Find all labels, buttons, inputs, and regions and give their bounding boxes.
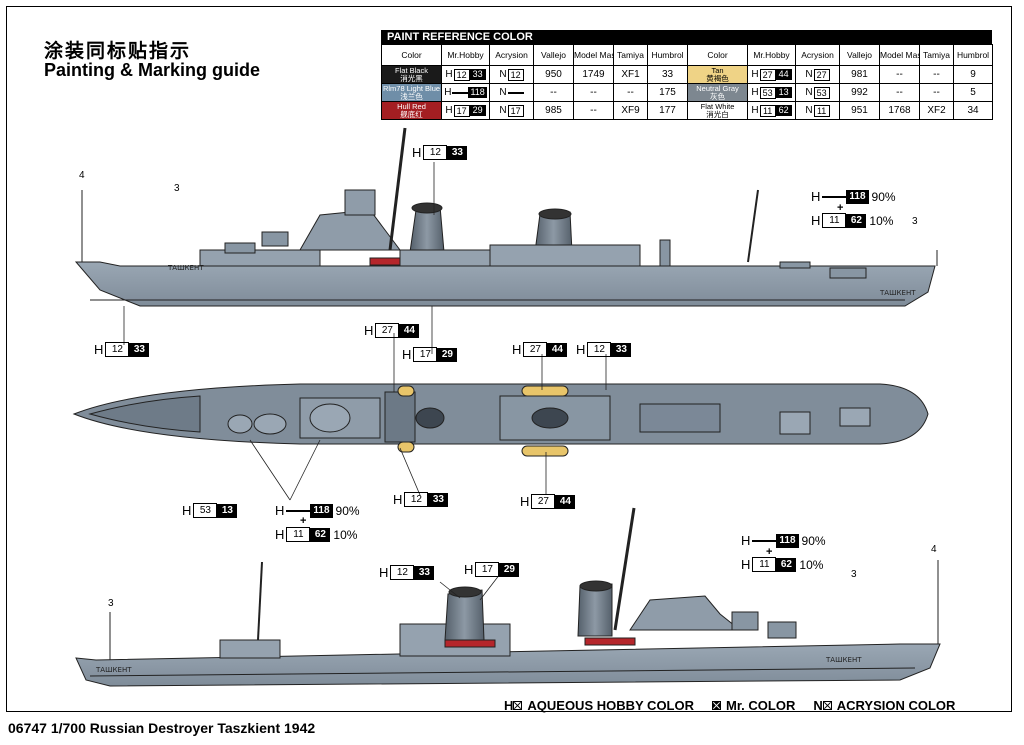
side-view-top <box>74 127 938 307</box>
ship-name-bottom-bow: ТАШКЕНТ <box>825 656 862 664</box>
humbrol-code: 34 <box>953 101 993 120</box>
legend-mr-color: Mr. COLOR <box>712 698 795 713</box>
marker-4-top: 4 <box>79 170 85 181</box>
plus-top: + <box>837 202 844 214</box>
page-frame <box>6 6 1012 712</box>
marker-3-bottom-b: 3 <box>851 569 857 580</box>
crossed-box-icon <box>822 701 832 710</box>
marker-4-bottom: 4 <box>931 544 937 555</box>
title-chinese: 涂装同标贴指示 <box>44 40 192 62</box>
crossed-box-icon <box>513 701 523 710</box>
plus-mid: + <box>300 515 307 527</box>
ship-name-top-stern: ТАШКЕНТ <box>879 289 916 297</box>
marker-3-top-b: 3 <box>912 216 918 227</box>
paint-table-header: PAINT REFERENCE COLOR <box>381 30 992 44</box>
filled-box-icon <box>712 701 721 710</box>
marker-3-bottom-a: 3 <box>108 598 114 609</box>
title-english: Painting & Marking guide <box>44 60 261 80</box>
footer-title: 06747 1/700 Russian Destroyer Taszkient … <box>8 720 316 736</box>
marker-3-top-a: 3 <box>174 183 180 194</box>
leader-lines <box>123 162 607 601</box>
ship-name-top-bow: ТАШКЕНТ <box>167 264 204 272</box>
plus-bottom: + <box>766 546 773 558</box>
vallejo-code: 951 <box>839 101 880 120</box>
ship-name-bottom-stern: ТАШКЕНТ <box>95 666 132 674</box>
tamiya-code: XF9 <box>613 101 648 120</box>
side-view-bottom <box>75 507 941 687</box>
humbrol-code: 177 <box>647 101 688 120</box>
deck-plan-view <box>72 383 929 457</box>
